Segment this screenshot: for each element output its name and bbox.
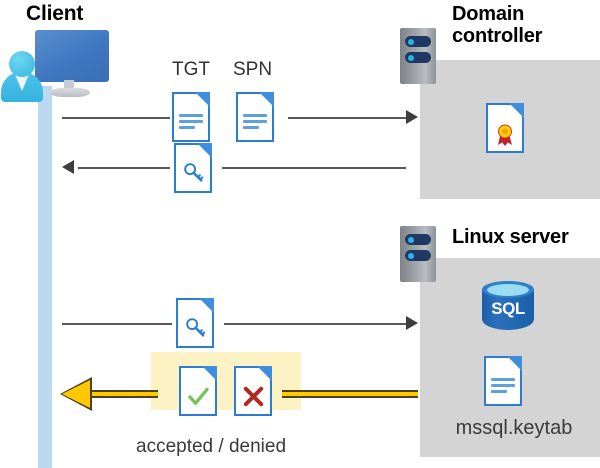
keytab-filename-label: mssql.keytab (455, 417, 573, 439)
domain-controller-title: Domain controller (452, 3, 543, 48)
person-collar-icon (14, 72, 30, 91)
client-lifeline-bar (38, 86, 52, 468)
rack-bay-2 (405, 250, 431, 261)
document-text-lines (179, 114, 203, 132)
certificate-document-icon (486, 103, 524, 153)
sql-database-icon: SQL (482, 281, 534, 337)
flow-2-arrowhead (62, 160, 74, 174)
flow-2-line-left (78, 167, 170, 169)
linux-server-title: Linux server (452, 226, 569, 248)
client-title: Client (26, 2, 84, 25)
document-text-lines (243, 114, 267, 132)
spn-document-icon (236, 92, 274, 142)
flow-3-arrowhead (406, 316, 418, 330)
ticket-key-document-icon (174, 143, 212, 193)
flow-3-line-right (224, 323, 406, 325)
document-page (236, 92, 274, 142)
flow-2-line-right (222, 167, 406, 169)
sql-label: SQL (491, 299, 525, 318)
keytab-document-icon (484, 356, 522, 406)
domain-controller-rack-icon (400, 28, 436, 84)
accepted-denied-highlight (151, 352, 301, 410)
certificate-seal-icon (498, 124, 512, 146)
flow-1-arrowhead (406, 110, 418, 124)
spn-label: SPN (233, 59, 273, 80)
database-cylinder-top-inner (487, 284, 529, 296)
linux-server-rack-icon (400, 226, 436, 282)
flow-1-line-right (288, 117, 406, 119)
rack-bay-1 (405, 36, 431, 47)
monitor-icon (35, 30, 109, 82)
flow-4-line-right (282, 390, 418, 398)
check-icon (188, 387, 209, 405)
accepted-denied-label: accepted / denied (136, 436, 287, 457)
monitor-base-icon (50, 88, 90, 97)
denied-document-icon (234, 366, 272, 416)
flow-1-line-left (62, 117, 170, 119)
flow-3-line-left (62, 323, 172, 325)
person-head-icon (9, 51, 35, 77)
flow-4-line-left (88, 390, 158, 398)
x-icon (243, 386, 264, 407)
tgt-document-icon (172, 92, 210, 142)
flow-4-arrowhead (62, 380, 90, 408)
tgt-label: TGT (172, 59, 210, 80)
monitor-stand-icon (64, 80, 74, 92)
key-icon (184, 163, 204, 182)
key-icon (186, 318, 206, 337)
service-ticket-key-document-icon (176, 298, 214, 348)
accepted-document-icon (179, 366, 217, 416)
rack-bay-2 (405, 52, 431, 63)
document-text-lines (491, 378, 515, 396)
rack-bay-1 (405, 234, 431, 245)
